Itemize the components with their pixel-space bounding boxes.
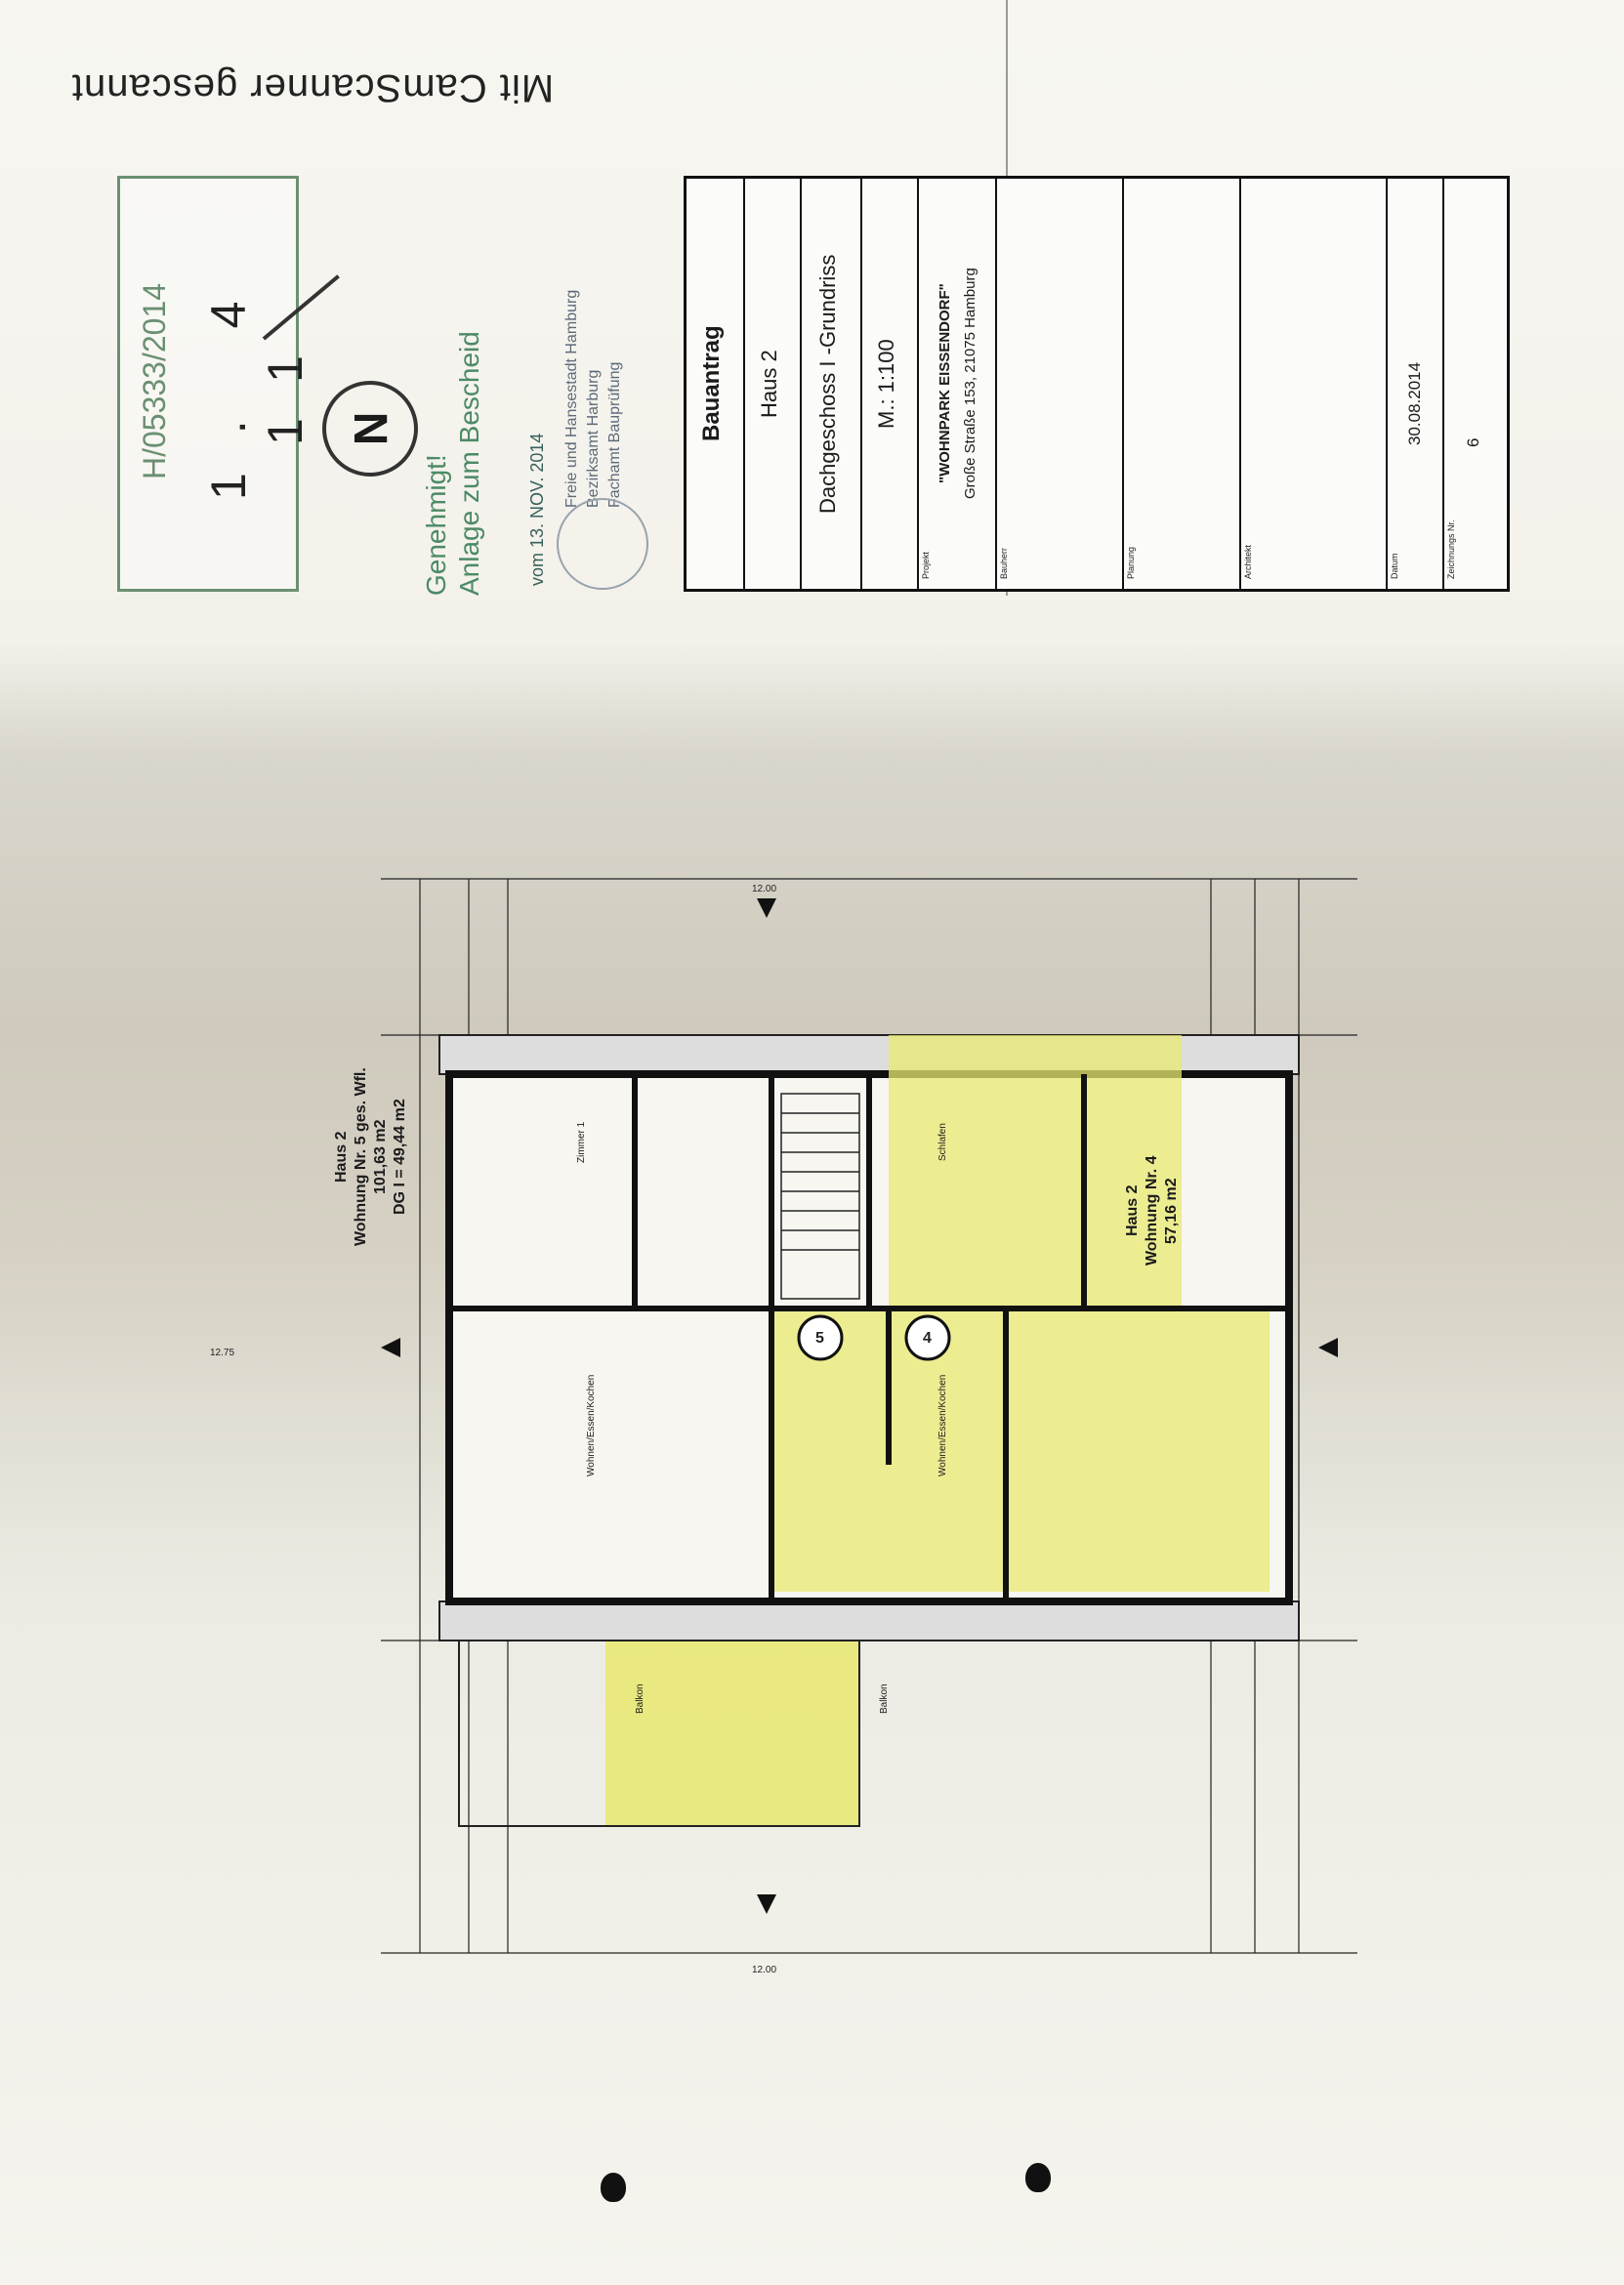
room-label: Schlafen xyxy=(937,1123,948,1162)
unit5-marker xyxy=(797,1314,844,1361)
unit4-marker xyxy=(904,1314,951,1361)
tb-date-label: Datum xyxy=(1390,553,1399,579)
room-label: Balkon xyxy=(879,1683,890,1715)
tb-drawing-no: 6 xyxy=(1464,437,1482,447)
unit4-highlight-2 xyxy=(889,1035,1182,1309)
tb-plan-title: Dachgeschoss I -Grundriss xyxy=(815,254,840,514)
marker-number: 4 xyxy=(923,1330,932,1347)
unit4-label: Haus 2 Wohnung Nr. 4 57,16 m2 xyxy=(1124,1155,1180,1267)
tb-col-heading: Bauantrag xyxy=(687,179,745,589)
staircase xyxy=(780,1093,860,1300)
tb-scale: M.: 1:100 xyxy=(874,339,898,429)
approval-text: Genehmigt! Anlage zum Bescheid xyxy=(421,331,484,596)
dimension-side: 12.75 xyxy=(210,1348,235,1358)
tb-builder-label: Bauherr xyxy=(999,547,1009,579)
room-label: Balkon xyxy=(635,1683,645,1715)
stamp-code: H/05333/2014 xyxy=(137,282,172,479)
room-label: Zimmer 1 xyxy=(576,1121,587,1164)
tb-col-planner: Planung xyxy=(1122,179,1241,589)
tb-date: 30.08.2014 xyxy=(1405,361,1424,445)
punch-hole xyxy=(601,2173,626,2202)
tb-col-builder: Bauherr xyxy=(995,179,1124,589)
marker-number: 5 xyxy=(815,1330,824,1347)
tb-col-architect: Architekt xyxy=(1239,179,1388,589)
interior-walls xyxy=(449,1074,1289,1601)
tb-col-date: Datum 30.08.2014 xyxy=(1386,179,1444,589)
balcony-outline xyxy=(458,1640,860,1827)
tb-house: Haus 2 xyxy=(757,350,781,418)
section-arrow-icon xyxy=(381,1338,400,1357)
tb-col-scale: M.: 1:100 xyxy=(860,179,919,589)
section-arrow-icon xyxy=(1318,1338,1338,1357)
stamp-number: 1. 4 11 xyxy=(201,262,312,500)
floor-plan xyxy=(381,878,1357,1954)
authority-seal-text: Freie und Hansestadt Hamburg Bezirksamt … xyxy=(563,289,623,508)
tb-heading: Bauantrag xyxy=(698,325,725,442)
room-label: Wohnen/Essen/Kochen xyxy=(937,1374,948,1477)
title-block: Bauantrag Haus 2 Dachgeschoss I -Grundri… xyxy=(684,176,1510,592)
section-arrow-icon xyxy=(757,1894,776,1914)
tb-col-house: Haus 2 xyxy=(743,179,802,589)
tb-col-drawing: Zeichnungs Nr. 6 xyxy=(1442,179,1501,589)
punch-hole xyxy=(1025,2163,1051,2192)
tb-drawing-label: Zeichnungs Nr. xyxy=(1446,519,1456,579)
unit5-label: Haus 2 Wohnung Nr. 5 ges. Wfl. 101,63 m2… xyxy=(333,1067,408,1247)
room-label: Wohnen/Essen/Kochen xyxy=(586,1374,597,1477)
tb-project-label: Projekt xyxy=(921,551,931,579)
approval-stamp xyxy=(117,176,299,592)
tb-col-plan: Dachgeschoss I -Grundriss xyxy=(800,179,862,589)
tb-address: Große Straße 153, 21075 Hamburg xyxy=(962,268,979,500)
section-arrow-icon xyxy=(757,898,776,918)
tb-col-project: Projekt "WOHNPARK EISSENDORF" Große Stra… xyxy=(917,179,997,589)
roof-edge-bottom xyxy=(438,1600,1300,1641)
north-compass-icon: N xyxy=(322,381,418,477)
dimension-total: 12.00 xyxy=(752,884,777,894)
dimension-total: 12.00 xyxy=(752,1965,777,1975)
tb-planner-label: Planung xyxy=(1126,546,1136,579)
balcony-highlight xyxy=(605,1641,859,1826)
unit4-highlight xyxy=(771,1309,1270,1592)
tb-project-name: "WOHNPARK EISSENDORF" xyxy=(937,283,953,484)
scan-banner: Mit CamScanner gescannt xyxy=(70,66,555,110)
seal-icon xyxy=(557,498,648,590)
tb-architect-label: Architekt xyxy=(1243,544,1253,579)
